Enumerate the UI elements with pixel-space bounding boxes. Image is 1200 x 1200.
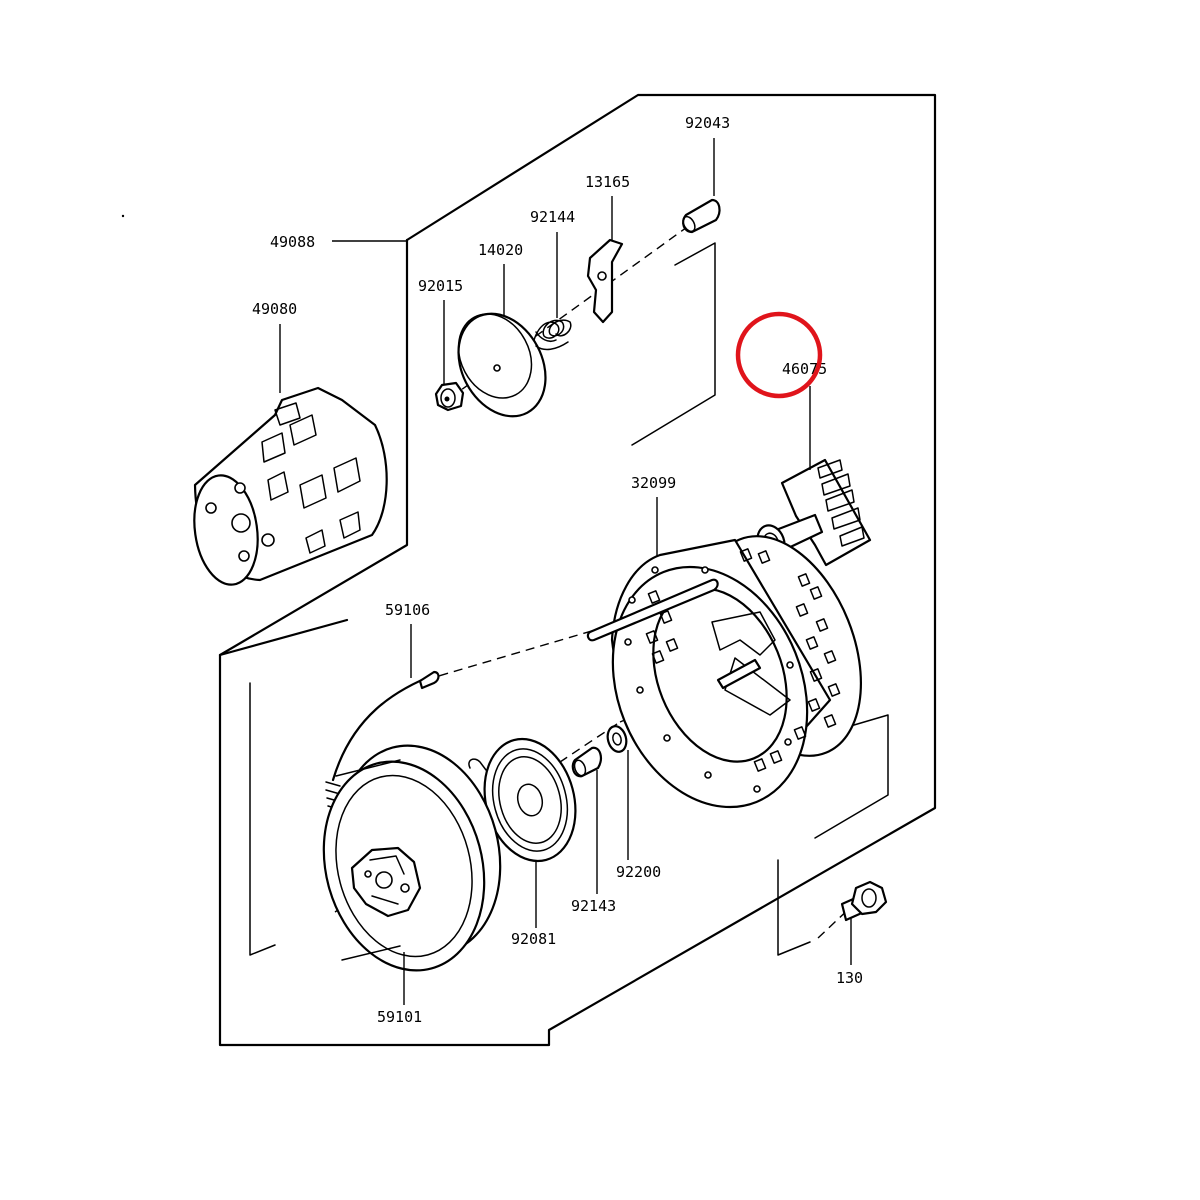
label-92143: 92143 [571,897,616,915]
label-92200: 92200 [616,863,661,881]
stray-dot [121,214,125,218]
housing-vent-slots [645,548,841,772]
part-13165-pawl [586,238,624,324]
part-59101-reel [322,744,502,972]
label-59106: 59106 [385,601,430,619]
label-59101: 59101 [377,1008,422,1026]
label-92043: 92043 [685,114,730,132]
label-92144: 92144 [530,208,575,226]
part-49080-drum [193,386,388,586]
label-130: 130 [836,969,863,987]
part-92015-nut [434,381,465,412]
part-92043-pin [682,198,721,234]
assembly-outline-frame [218,93,937,1047]
label-13165: 13165 [585,173,630,191]
part-14020-plate [457,312,547,418]
part-32099-housing [586,535,862,809]
label-49080: 49080 [252,300,297,318]
part-number-labels: 92043 13165 92144 14020 92015 49088 4908… [252,114,863,1026]
part-59106-rope [325,670,440,811]
part-92144-spring [533,319,572,351]
part-92143-collar [571,746,602,778]
label-14020: 14020 [478,241,523,259]
leader-lines [279,138,852,1005]
label-32099: 32099 [631,474,676,492]
part-92200-washer [606,725,628,753]
label-92081: 92081 [511,930,556,948]
part-130-bolt [840,880,888,922]
label-92015: 92015 [418,277,463,295]
label-49088: 49088 [270,233,315,251]
highlight-circle [735,311,823,399]
